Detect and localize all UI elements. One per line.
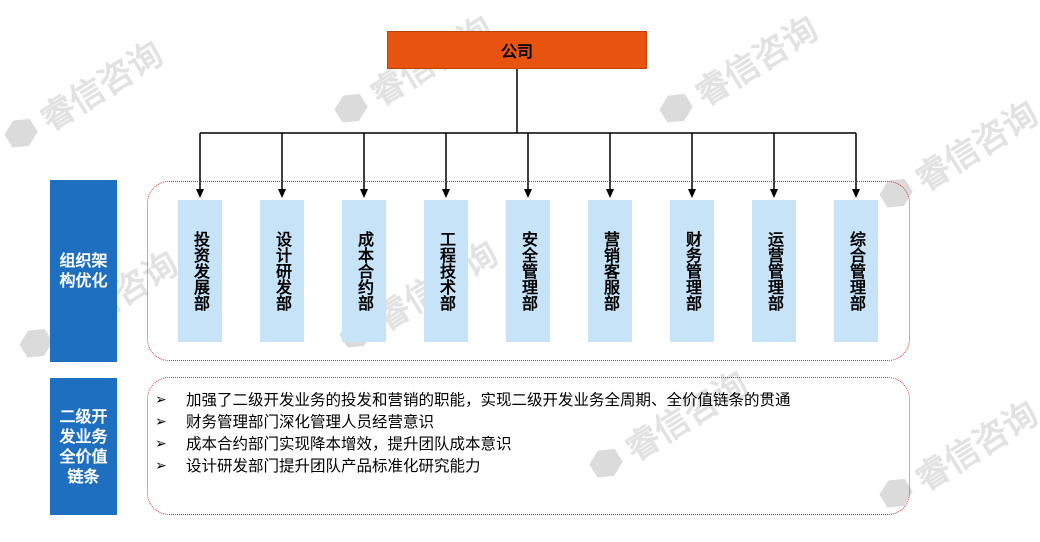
dept-general-admin: 综合管理部 (834, 200, 878, 342)
note-text: 加强了二级开发业务的投发和营销的职能，实现二级开发业务全周期、全价值链条的贯通 (186, 391, 791, 409)
arrowhead-icon (606, 189, 614, 198)
arrowhead-icon (442, 189, 450, 198)
note-item: ➢ 加强了二级开发业务的投发和营销的职能，实现二级开发业务全周期、全价值链条的贯通 (155, 389, 895, 411)
arrowhead-icon (688, 189, 696, 198)
arrow-bullet-icon: ➢ (155, 436, 167, 452)
dept-finance: 财务管理部 (670, 200, 714, 342)
dept-design-rd: 设计研发部 (260, 200, 304, 342)
arrowhead-icon (770, 189, 778, 198)
note-item: ➢ 设计研发部门提升团队产品标准化研究能力 (155, 455, 895, 477)
arrowhead-icon (278, 189, 286, 198)
departments-frame (147, 181, 910, 361)
arrow-bullet-icon: ➢ (155, 458, 167, 474)
org-optimization-text: 组织架构优化 (59, 251, 108, 290)
note-text: 设计研发部门提升团队产品标准化研究能力 (186, 457, 481, 475)
dept-label: 工程技术部 (437, 231, 456, 311)
org-optimization-label: 组织架构优化 (50, 180, 117, 362)
dept-label: 运营管理部 (765, 231, 784, 311)
dept-operations: 运营管理部 (752, 200, 796, 342)
arrow-bullet-icon: ➢ (155, 392, 167, 408)
arrowhead-icon (524, 189, 532, 198)
value-chain-label: 二级开发业务全价值链条 (50, 378, 117, 515)
dept-investment-development: 投资发展部 (178, 200, 222, 342)
dept-safety: 安全管理部 (506, 200, 550, 342)
company-box: 公司 (387, 31, 647, 69)
note-item: ➢ 成本合约部门实现降本增效，提升团队成本意识 (155, 433, 895, 455)
notes-frame (147, 377, 910, 515)
arrow-bullet-icon: ➢ (155, 414, 167, 430)
dept-label: 投资发展部 (191, 231, 210, 311)
arrowhead-icon (360, 189, 368, 198)
dept-label: 成本合约部 (355, 231, 374, 311)
drop-lines (196, 133, 860, 198)
dept-label: 设计研发部 (273, 231, 292, 311)
company-label: 公司 (500, 42, 533, 61)
note-text: 成本合约部门实现降本增效，提升团队成本意识 (186, 435, 512, 453)
dept-engineering: 工程技术部 (424, 200, 468, 342)
notes-list: ➢ 加强了二级开发业务的投发和营销的职能，实现二级开发业务全周期、全价值链条的贯通… (155, 389, 895, 477)
dept-label: 安全管理部 (519, 231, 538, 311)
note-item: ➢ 财务管理部门深化管理人员经营意识 (155, 411, 895, 433)
dept-label: 综合管理部 (847, 231, 866, 311)
dept-cost-contract: 成本合约部 (342, 200, 386, 342)
dept-label: 财务管理部 (683, 231, 702, 311)
arrowhead-icon (196, 189, 204, 198)
value-chain-text: 二级开发业务全价值链条 (59, 406, 108, 486)
dept-label: 营销客服部 (601, 231, 620, 311)
dept-marketing-service: 营销客服部 (588, 200, 632, 342)
arrowhead-icon (852, 189, 860, 198)
note-text: 财务管理部门深化管理人员经营意识 (186, 413, 435, 431)
